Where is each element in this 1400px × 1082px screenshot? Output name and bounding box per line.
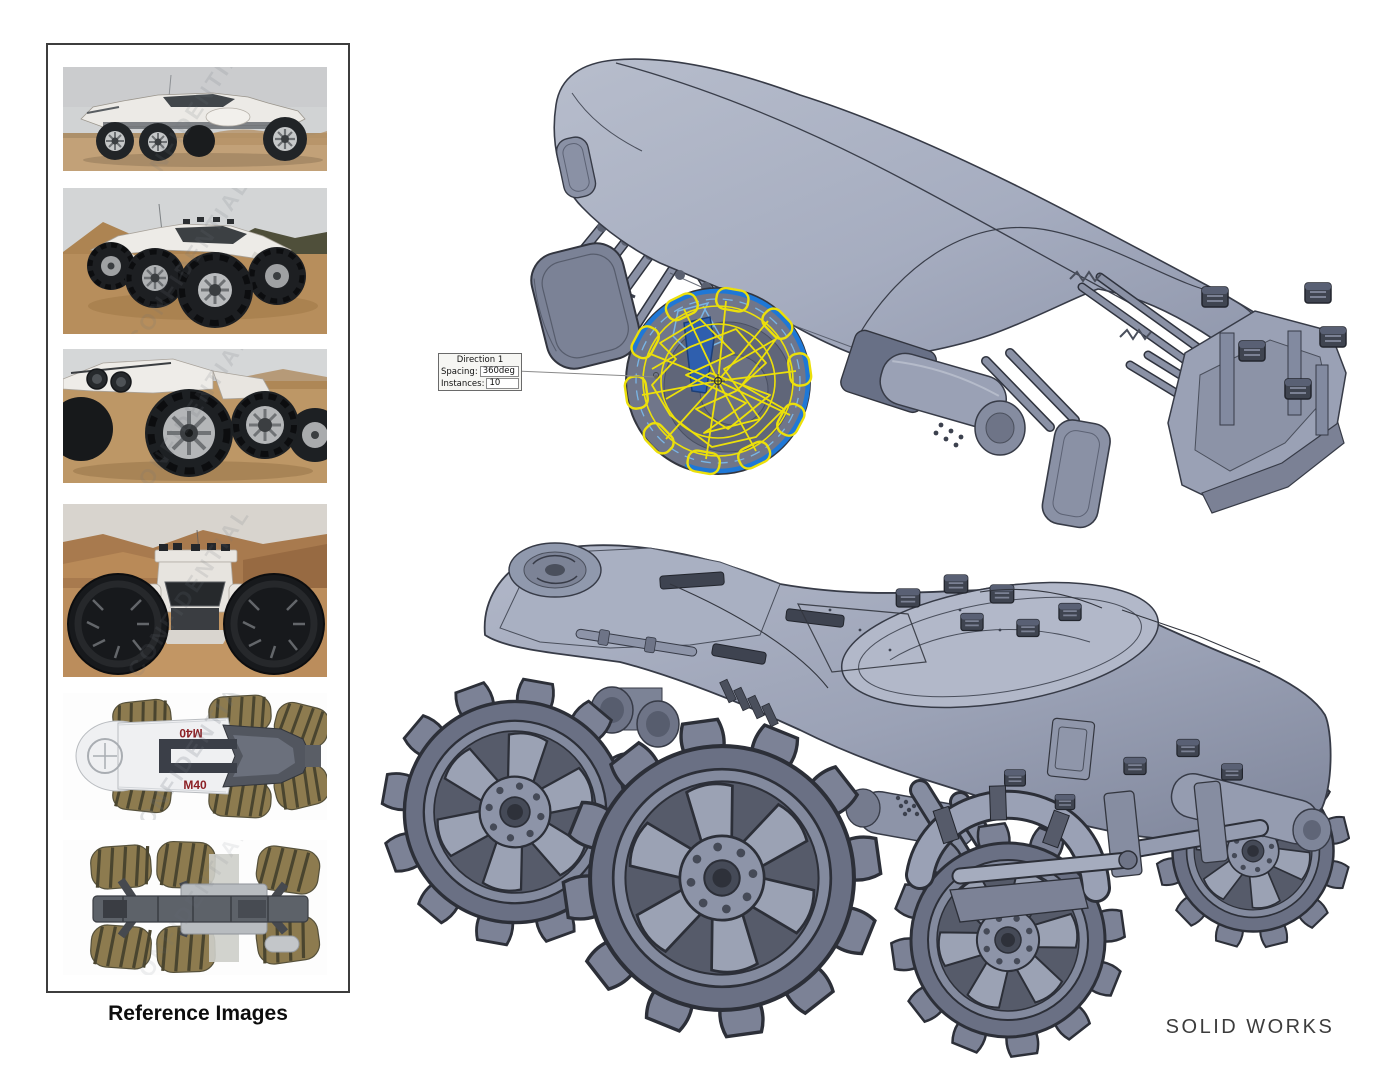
thruster-pod bbox=[840, 329, 1026, 456]
reference-images-label: Reference Images bbox=[108, 1002, 288, 1025]
turbine-detail bbox=[508, 542, 602, 598]
reference-images-panel: CONFIDENTIAL CONFIDENTIAL bbox=[46, 43, 350, 993]
front-left-wheel-stub bbox=[530, 136, 641, 370]
reference-photo-top-view: M40 M40 CONFIDENTIAL bbox=[63, 693, 327, 820]
cad-underside-view bbox=[515, 58, 1347, 529]
front-arch-bracket bbox=[905, 769, 1138, 923]
reference-photo-wheel-closeup: CONFIDENTIAL bbox=[63, 349, 327, 483]
reference-photo-three-quarter: CONFIDENTIAL bbox=[63, 188, 327, 334]
rear-suspension-frame bbox=[1069, 270, 1347, 514]
cad-full-model-view bbox=[360, 542, 1350, 1060]
callout-leader-line bbox=[515, 370, 658, 379]
pattern-preview-wireframe bbox=[622, 285, 814, 477]
callout-spacing-value[interactable]: 360deg bbox=[479, 366, 519, 377]
photo-rover-wheels bbox=[96, 117, 307, 161]
model-code-label-bottom: M40 bbox=[183, 778, 207, 792]
piston-rod bbox=[575, 628, 698, 657]
callout-title: Direction 1 bbox=[456, 355, 504, 365]
solidworks-brand: SOLID WORKS bbox=[1165, 1016, 1335, 1038]
flank-fins bbox=[719, 678, 779, 728]
reference-photo-bottom-view: CONFIDENTIAL bbox=[63, 840, 327, 975]
model-code-label-top: M40 bbox=[179, 726, 203, 740]
rover-body bbox=[483, 542, 1332, 852]
photo-rover-body: M40 M40 bbox=[75, 717, 321, 795]
reference-photo-front-view: CONFIDENTIAL bbox=[63, 504, 327, 677]
photo-rover-wheels bbox=[87, 242, 306, 328]
pattern-callout: Direction 1 Spacing: 360deg Instances: 1… bbox=[438, 353, 522, 391]
photo-rover-wheels bbox=[67, 573, 325, 675]
callout-instances-label: Instances: bbox=[441, 378, 485, 389]
mid-suspension bbox=[981, 348, 1111, 529]
photo-rover-chassis bbox=[92, 854, 309, 962]
callout-spacing-label: Spacing: bbox=[441, 366, 478, 377]
reference-photo-side-view: CONFIDENTIAL bbox=[63, 67, 327, 171]
sketch-wheel-pattern-preview bbox=[622, 285, 814, 477]
callout-instances-value[interactable]: 10 bbox=[486, 378, 519, 389]
deck-slots bbox=[659, 571, 845, 665]
photo-rover-wheels bbox=[63, 389, 327, 477]
